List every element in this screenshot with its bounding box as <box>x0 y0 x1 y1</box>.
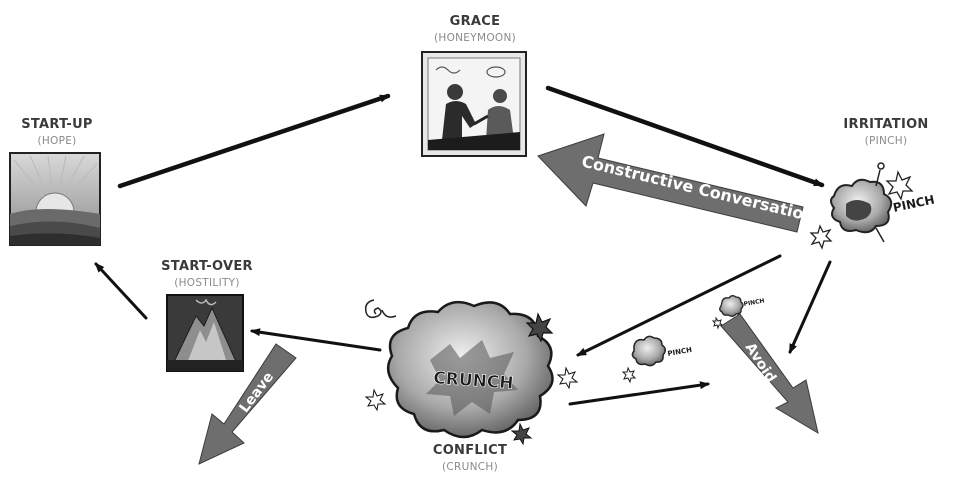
avoid-arrow: Avoid <box>720 313 819 435</box>
arrow-conflict-right <box>568 381 710 406</box>
startup-title: START-UP <box>21 117 93 132</box>
arrow-conflict-to-startover <box>250 328 382 352</box>
volcano-image <box>166 294 244 372</box>
arrow-grace-to-irritation <box>545 85 825 188</box>
crunch-burst-image: CRUNCH <box>364 299 579 446</box>
connector-arrows <box>94 85 832 406</box>
sunrise-image <box>9 152 101 246</box>
irritation-subtitle: (PINCH) <box>865 135 908 147</box>
pinch-main-text: PINCH <box>892 192 936 214</box>
arrow-irritation-to-conflict <box>576 254 782 357</box>
startover-subtitle: (HOSTILITY) <box>174 277 240 289</box>
pinch-small-text-1: PINCH <box>667 346 693 358</box>
startover-node: START-OVER (HOSTILITY) <box>161 259 253 372</box>
grace-node: GRACE (HONEYMOON) <box>421 14 527 157</box>
arrow-irritation-down <box>788 260 832 354</box>
grace-title: GRACE <box>450 14 501 29</box>
small-pinch-burst-2: PINCH <box>711 295 765 330</box>
startup-subtitle: (HOPE) <box>37 135 76 147</box>
small-pinch-burst-1: PINCH <box>621 335 693 384</box>
arrow-startover-to-startup <box>94 262 148 320</box>
conflict-node: CRUNCH CONFLICT (CRUNCH) <box>364 299 579 473</box>
handshake-image <box>421 51 527 157</box>
irritation-node: IRRITATION (PINCH) PINCH <box>809 117 936 250</box>
startover-title: START-OVER <box>161 259 253 274</box>
grace-subtitle: (HONEYMOON) <box>434 32 516 44</box>
pinch-burst-image: PINCH <box>809 162 936 250</box>
conflict-subtitle: (CRUNCH) <box>442 461 498 473</box>
pinch-small-text-2: PINCH <box>743 297 765 308</box>
arrow-startup-to-grace <box>117 93 391 189</box>
constructive-conversation-arrow: Constructive Conversation <box>537 133 817 233</box>
irritation-title: IRRITATION <box>843 117 928 132</box>
startup-node: START-UP (HOPE) <box>9 117 101 246</box>
conflict-title: CONFLICT <box>433 443 507 458</box>
